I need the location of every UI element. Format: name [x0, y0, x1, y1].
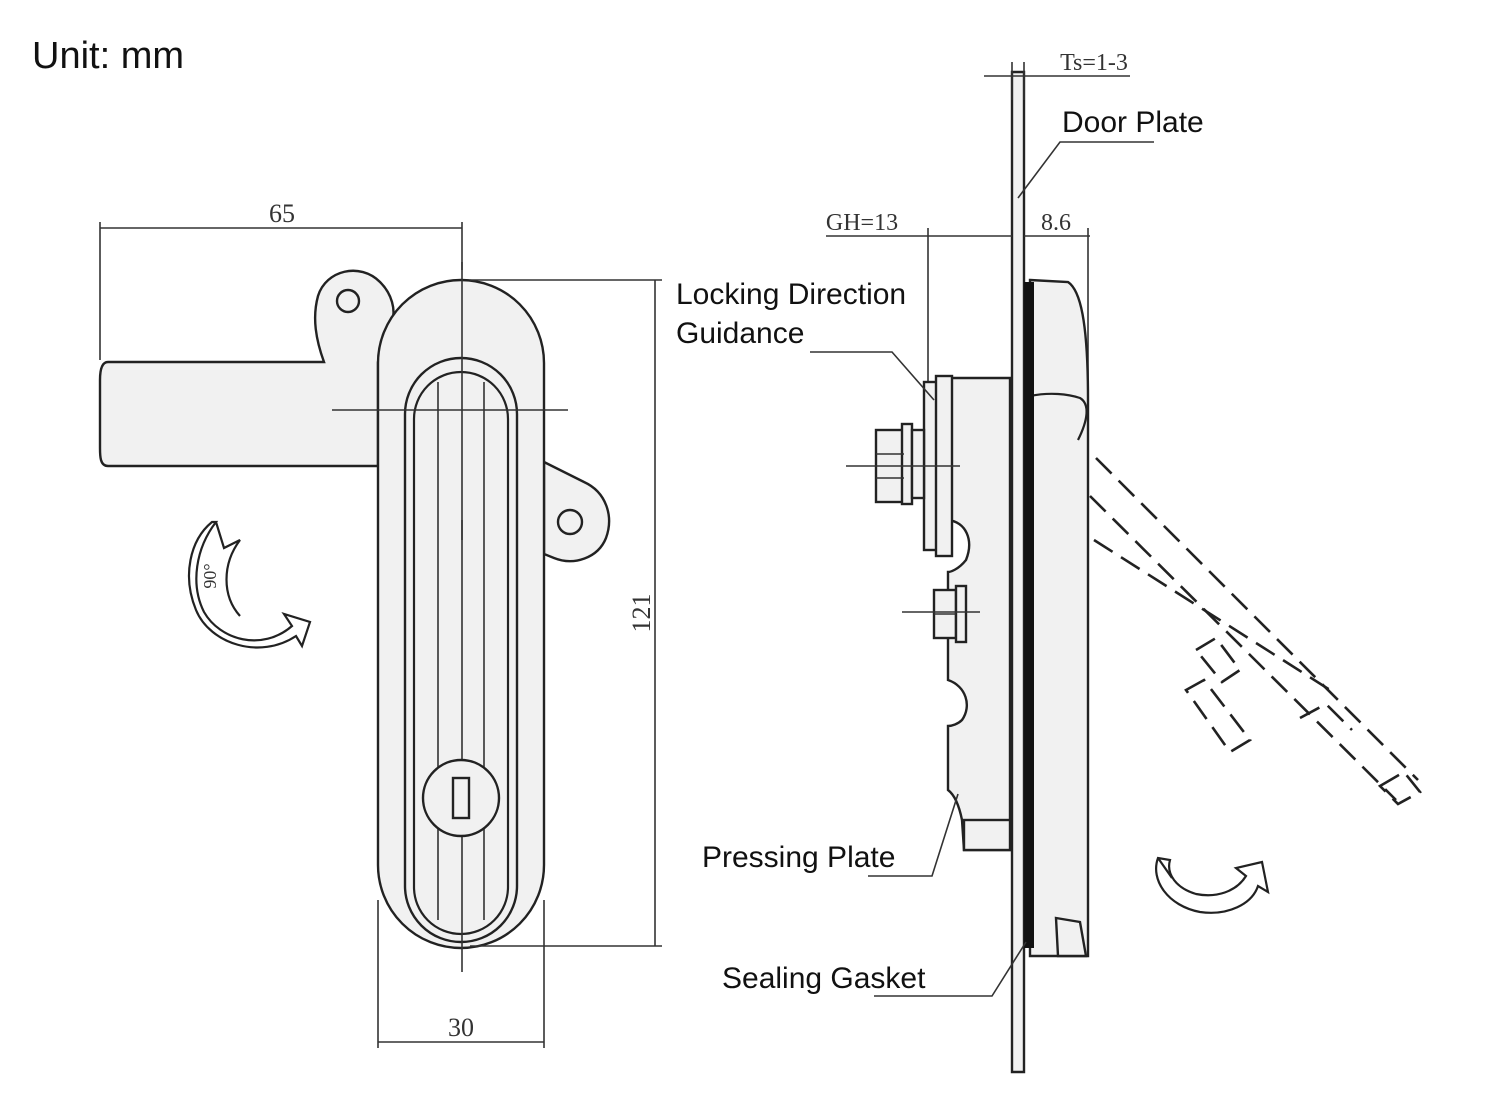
dimension-ts: Ts=1-3	[984, 50, 1130, 100]
leader-door-plate	[1017, 141, 1154, 199]
label-pressing-plate: Pressing Plate	[702, 841, 895, 874]
label-guidance: Guidance	[676, 317, 804, 350]
handle-bottom-lip	[1054, 916, 1088, 958]
dimension-gh-label: GH=13	[826, 210, 898, 236]
leader-sealing-gasket	[874, 941, 1027, 997]
unit-label: Unit: mm	[32, 35, 184, 77]
leader-locking-guidance	[810, 351, 935, 401]
lever-hole-top	[335, 288, 361, 314]
label-sealing-gasket: Sealing Gasket	[722, 962, 926, 995]
sealing-gasket	[1024, 282, 1034, 948]
dimension-30-label: 30	[448, 1013, 474, 1042]
label-locking-direction: Locking Direction	[676, 278, 906, 311]
side-view: Ts=1-3 GH=13 8.6	[676, 50, 1422, 1074]
key-cylinder	[421, 758, 501, 838]
dimension-121-label: 121	[627, 594, 656, 633]
handle-inner-edge	[412, 370, 510, 936]
front-view: 65 121	[98, 199, 662, 1048]
handle-body-side	[1028, 278, 1090, 958]
open-handle-dashed	[1089, 457, 1422, 806]
dimension-65-label: 65	[269, 199, 295, 228]
dimension-8-6-label: 8.6	[1041, 210, 1071, 236]
nut-upper	[846, 422, 960, 506]
rotation-arrow-side	[1155, 856, 1270, 914]
dimension-ts-label: Ts=1-3	[1060, 50, 1128, 76]
handle-curve-edge	[1029, 392, 1088, 441]
rotation-arrow-90: 90°	[187, 520, 312, 649]
label-door-plate: Door Plate	[1062, 106, 1204, 139]
lower-tab-hole	[556, 508, 584, 536]
handle-inner	[403, 356, 519, 944]
dimension-30: 30	[377, 900, 545, 1048]
dimension-65: 65	[99, 199, 463, 360]
dimension-121: 121	[470, 279, 662, 947]
dimension-gh: GH=13	[826, 210, 1012, 400]
nut-lower	[902, 584, 980, 644]
leader-pressing-plate	[868, 793, 959, 877]
rotation-angle-label: 90°	[200, 563, 220, 588]
door-plate	[1010, 70, 1026, 1074]
